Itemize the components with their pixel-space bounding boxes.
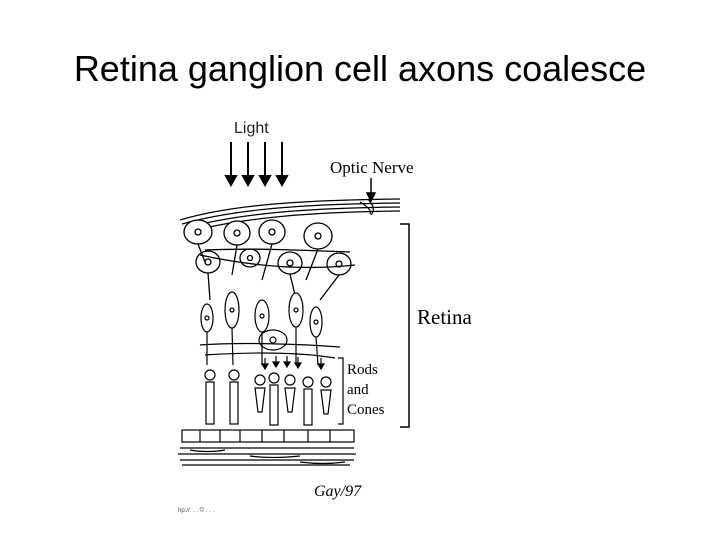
light-label: Light	[234, 120, 269, 137]
retina-label: Retina	[417, 305, 472, 329]
bipolar-cell-layer	[199, 291, 341, 366]
light-arrows	[224, 142, 289, 188]
photoreceptor-layer	[204, 356, 332, 426]
rods-cones-label-line2: and	[347, 382, 369, 398]
optic-nerve-label: Optic Nerve	[330, 158, 414, 177]
rods-cones-label-line3: Cones	[347, 402, 385, 418]
artist-signature: Gay/97	[314, 483, 362, 500]
retina-bracket	[400, 223, 410, 428]
ganglion-cell-layer	[183, 219, 356, 301]
image-credit: hp://. . . © . . .	[178, 507, 214, 514]
pigment-epithelium	[178, 429, 356, 466]
slide-title: Retina ganglion cell axons coalesce	[73, 48, 647, 89]
rods-cones-label-line1: Rods	[347, 362, 378, 378]
axon-fiber-layer	[179, 198, 401, 233]
rods-cones-bracket	[338, 357, 344, 425]
optic-nerve-arrow	[365, 178, 377, 203]
